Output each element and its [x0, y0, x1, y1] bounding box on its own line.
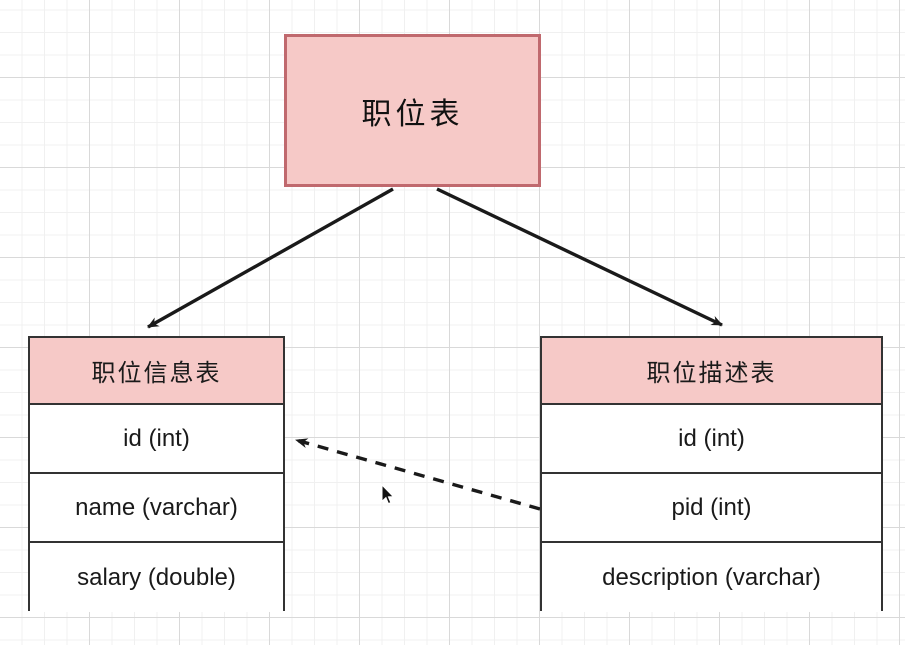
entity-job-info-title: 职位信息表	[30, 338, 283, 405]
edge-root-to-job-info	[147, 187, 394, 329]
entity-job-info[interactable]: 职位信息表 id (int) name (varchar) salary (do…	[28, 336, 285, 612]
entity-job-info-field-name: name (varchar)	[30, 474, 283, 543]
mouse-cursor-icon	[381, 484, 395, 505]
entity-job-description-field-id: id (int)	[542, 405, 881, 474]
entity-job-description-title: 职位描述表	[542, 338, 881, 405]
edge-pid-to-id	[295, 438, 541, 511]
edge-root-to-job-description	[436, 187, 723, 327]
root-entity-label: 职位表	[361, 97, 464, 131]
entity-job-description-field-description: description (varchar)	[542, 543, 881, 612]
entity-job-info-field-id: id (int)	[30, 405, 283, 474]
entity-job-description-field-pid: pid (int)	[542, 474, 881, 543]
entity-job-description[interactable]: 职位描述表 id (int) pid (int) description (va…	[540, 336, 883, 612]
entity-job-info-field-salary: salary (double)	[30, 543, 283, 612]
root-entity-box[interactable]: 职位表	[284, 34, 541, 187]
